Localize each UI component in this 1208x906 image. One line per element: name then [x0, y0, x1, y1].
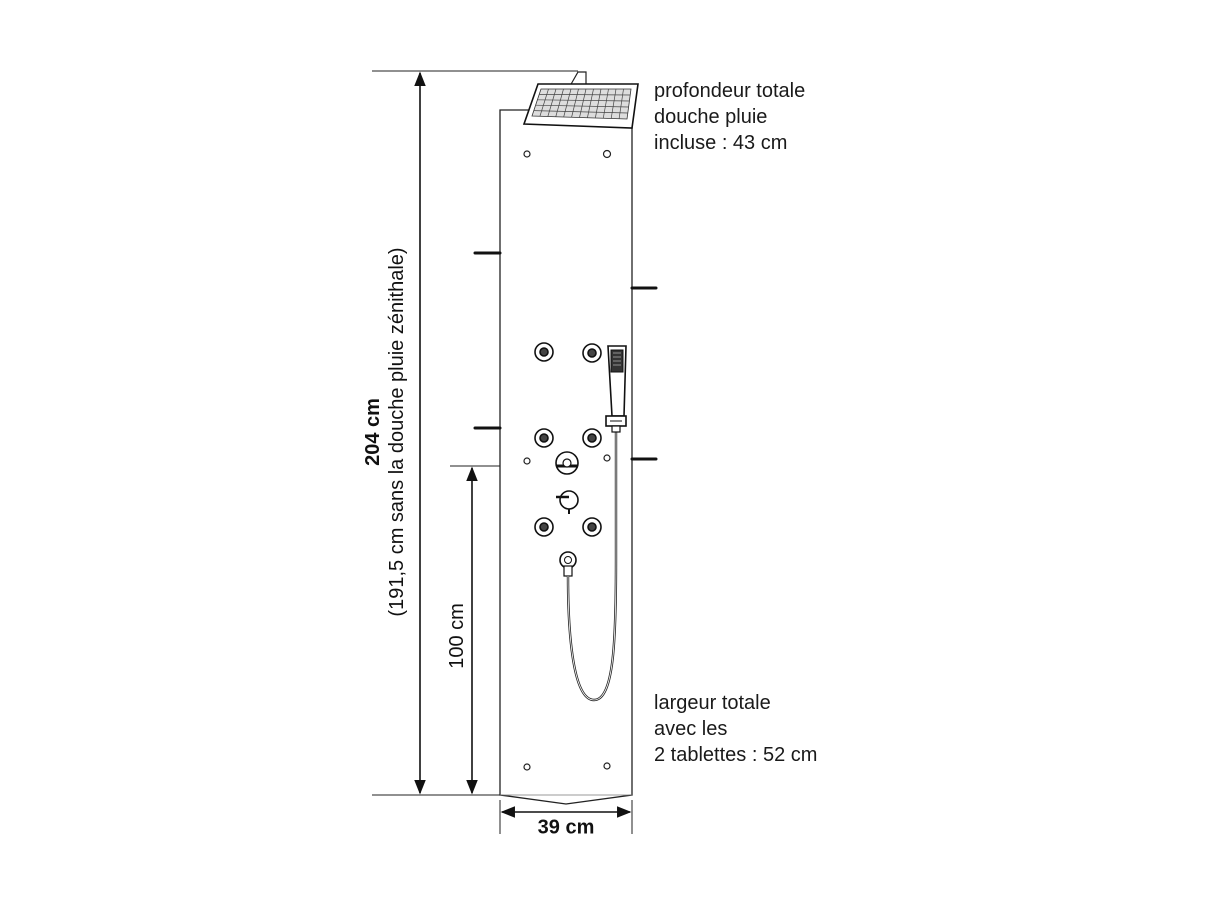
- total-height-value: 204 cm: [362, 398, 384, 466]
- rain-shower-head: [522, 71, 639, 129]
- side-shelves: [473, 251, 658, 461]
- depth-note-line: douche pluie: [654, 106, 768, 128]
- height-without-rain-shower: (191,5 cm sans la douche pluie zénithale…: [386, 247, 408, 617]
- diverter-valve: [556, 490, 579, 514]
- width-note: largeur totale avec les 2 tablettes : 52…: [654, 690, 817, 768]
- width-note-line: avec les: [654, 718, 728, 740]
- thermostatic-mixer: [555, 451, 579, 475]
- width-note-line: 2 tablettes : 52 cm: [654, 744, 818, 766]
- mixer-height-label: 100 cm: [446, 603, 468, 669]
- depth-note-line: incluse : 43 cm: [654, 132, 788, 154]
- width-note-line: largeur totale: [654, 692, 771, 714]
- depth-note: profondeur totale douche pluie incluse :…: [654, 78, 805, 156]
- hose-connector: [559, 551, 577, 577]
- depth-note-line: profondeur totale: [654, 80, 806, 102]
- hand-shower: [605, 345, 627, 433]
- mounting-screws: [523, 149, 612, 771]
- total-height-label: 204 cm (191,5 cm sans la douche pluie zé…: [361, 247, 409, 616]
- panel-width-label: 39 cm: [537, 816, 595, 839]
- body-jets: [534, 342, 602, 537]
